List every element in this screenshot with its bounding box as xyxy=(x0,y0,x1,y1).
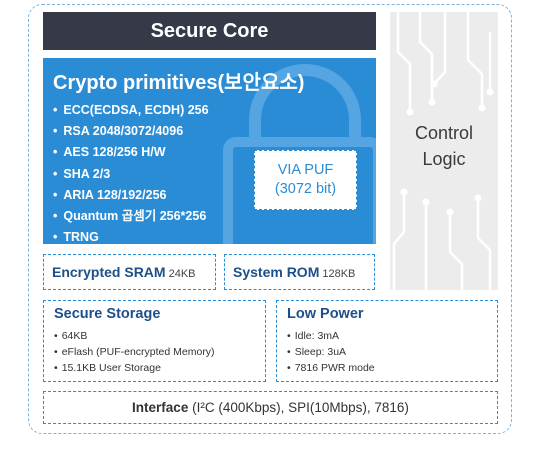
crypto-primitives-block: Crypto primitives(보안요소) ECC(ECDSA, ECDH)… xyxy=(43,58,376,244)
secure-storage-box: Secure Storage 64KB eFlash (PUF-encrypte… xyxy=(43,300,266,382)
secure-storage-list: 64KB eFlash (PUF-encrypted Memory) 15.1K… xyxy=(54,328,215,376)
crypto-item: ECC(ECDSA, ECDH) 256 xyxy=(53,100,208,121)
list-item: Sleep: 3uA xyxy=(287,344,375,360)
rom-size: 128KB xyxy=(322,268,356,280)
crypto-item: Quantum 곱셈기 256*256 xyxy=(53,206,209,227)
interface-details: (I²C (400Kbps), SPI(10Mbps), 7816) xyxy=(192,400,409,415)
crypto-title: Crypto primitives(보안요소) xyxy=(53,72,305,94)
crypto-list: ECC(ECDSA, ECDH) 256 RSA 2048/3072/4096 … xyxy=(53,100,209,244)
low-power-title: Low Power xyxy=(287,306,364,322)
rom-title: System ROM xyxy=(233,264,320,280)
sram-size: 24KB xyxy=(168,268,196,280)
low-power-list: Idle: 3mA Sleep: 3uA 7816 PWR mode xyxy=(287,328,375,376)
interface-label: Interface xyxy=(132,400,189,415)
crypto-item: RSA 2048/3072/4096 xyxy=(53,121,209,142)
list-item: 15.1KB User Storage xyxy=(54,360,215,376)
lock-icon xyxy=(223,64,376,244)
puf-label: VIA PUF xyxy=(277,162,334,178)
circuit-trace-icon xyxy=(392,12,494,290)
secure-storage-title: Secure Storage xyxy=(54,306,161,322)
puf-bits: (3072 bit) xyxy=(274,181,337,197)
chip-outline xyxy=(28,4,512,434)
list-item: 7816 PWR mode xyxy=(287,360,375,376)
list-item: eFlash (PUF-encrypted Memory) xyxy=(54,344,215,360)
crypto-item: ARIA 128/192/256 xyxy=(53,185,209,206)
interface-box: Interface (I²C (400Kbps), SPI(10Mbps), 7… xyxy=(43,391,498,424)
control-logic-label: Control Logic xyxy=(414,123,474,169)
secure-core-header: Secure Core xyxy=(43,12,376,50)
puf-box: VIA PUF (3072 bit) xyxy=(254,150,357,210)
crypto-item: SHA 2/3 xyxy=(53,164,209,185)
sram-title: Encrypted SRAM xyxy=(52,264,166,280)
crypto-item: AES 128/256 H/W xyxy=(53,142,209,163)
control-logic-block: Control Logic xyxy=(390,12,498,290)
secure-core-title: Secure Core xyxy=(150,19,269,42)
low-power-box: Low Power Idle: 3mA Sleep: 3uA 7816 PWR … xyxy=(276,300,498,382)
crypto-item: TRNG xyxy=(53,227,209,244)
list-item: Idle: 3mA xyxy=(287,328,375,344)
list-item: 64KB xyxy=(54,328,215,344)
